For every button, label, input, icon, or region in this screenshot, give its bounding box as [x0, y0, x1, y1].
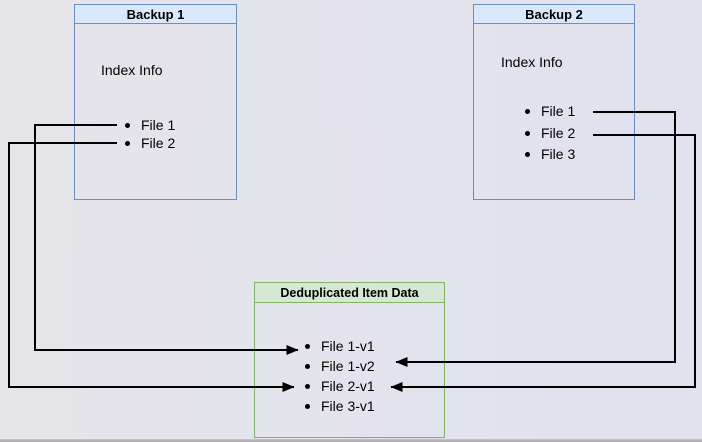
list-item-label: File 2 — [541, 125, 576, 141]
dedup-title: Deduplicated Item Data — [255, 283, 444, 303]
list-item: File 2-v1 — [305, 377, 375, 395]
dedup-box: Deduplicated Item Data File 1-v1 File 1-… — [254, 282, 445, 438]
backup2-box: Backup 2 Index Info File 1 File 2 File 3 — [473, 4, 635, 200]
bullet-icon — [305, 383, 310, 389]
bullet-icon — [525, 130, 530, 136]
list-item-label: File 2-v1 — [321, 378, 375, 394]
list-item: File 3-v1 — [305, 397, 375, 415]
list-item-label: File 3-v1 — [321, 398, 375, 414]
bullet-icon — [125, 140, 130, 146]
list-item-label: File 1-v1 — [321, 338, 375, 354]
list-item: File 1 — [125, 116, 175, 134]
bullet-icon — [125, 122, 130, 128]
list-item-label: File 3 — [541, 146, 576, 162]
list-item: File 3 — [525, 145, 575, 163]
bullet-icon — [305, 403, 310, 409]
bullet-icon — [305, 343, 310, 349]
bullet-icon — [525, 151, 530, 157]
backup1-index-info-label: Index Info — [101, 62, 163, 78]
list-item: File 2 — [125, 134, 175, 152]
bullet-icon — [305, 363, 310, 369]
bullet-icon — [525, 108, 530, 114]
backup2-index-info-label: Index Info — [501, 54, 563, 70]
backup1-title: Backup 1 — [75, 5, 236, 24]
list-item: File 1-v2 — [305, 357, 375, 375]
list-item-label: File 1 — [141, 117, 176, 133]
backup1-box: Backup 1 Index Info File 1 File 2 — [74, 4, 237, 200]
list-item-label: File 1 — [541, 103, 576, 119]
list-item-label: File 2 — [141, 135, 176, 151]
list-item: File 1-v1 — [305, 337, 375, 355]
window-bottom-edge — [0, 439, 702, 442]
list-item: File 2 — [525, 124, 575, 142]
backup2-title: Backup 2 — [474, 5, 634, 24]
list-item-label: File 1-v2 — [321, 358, 375, 374]
list-item: File 1 — [525, 102, 575, 120]
